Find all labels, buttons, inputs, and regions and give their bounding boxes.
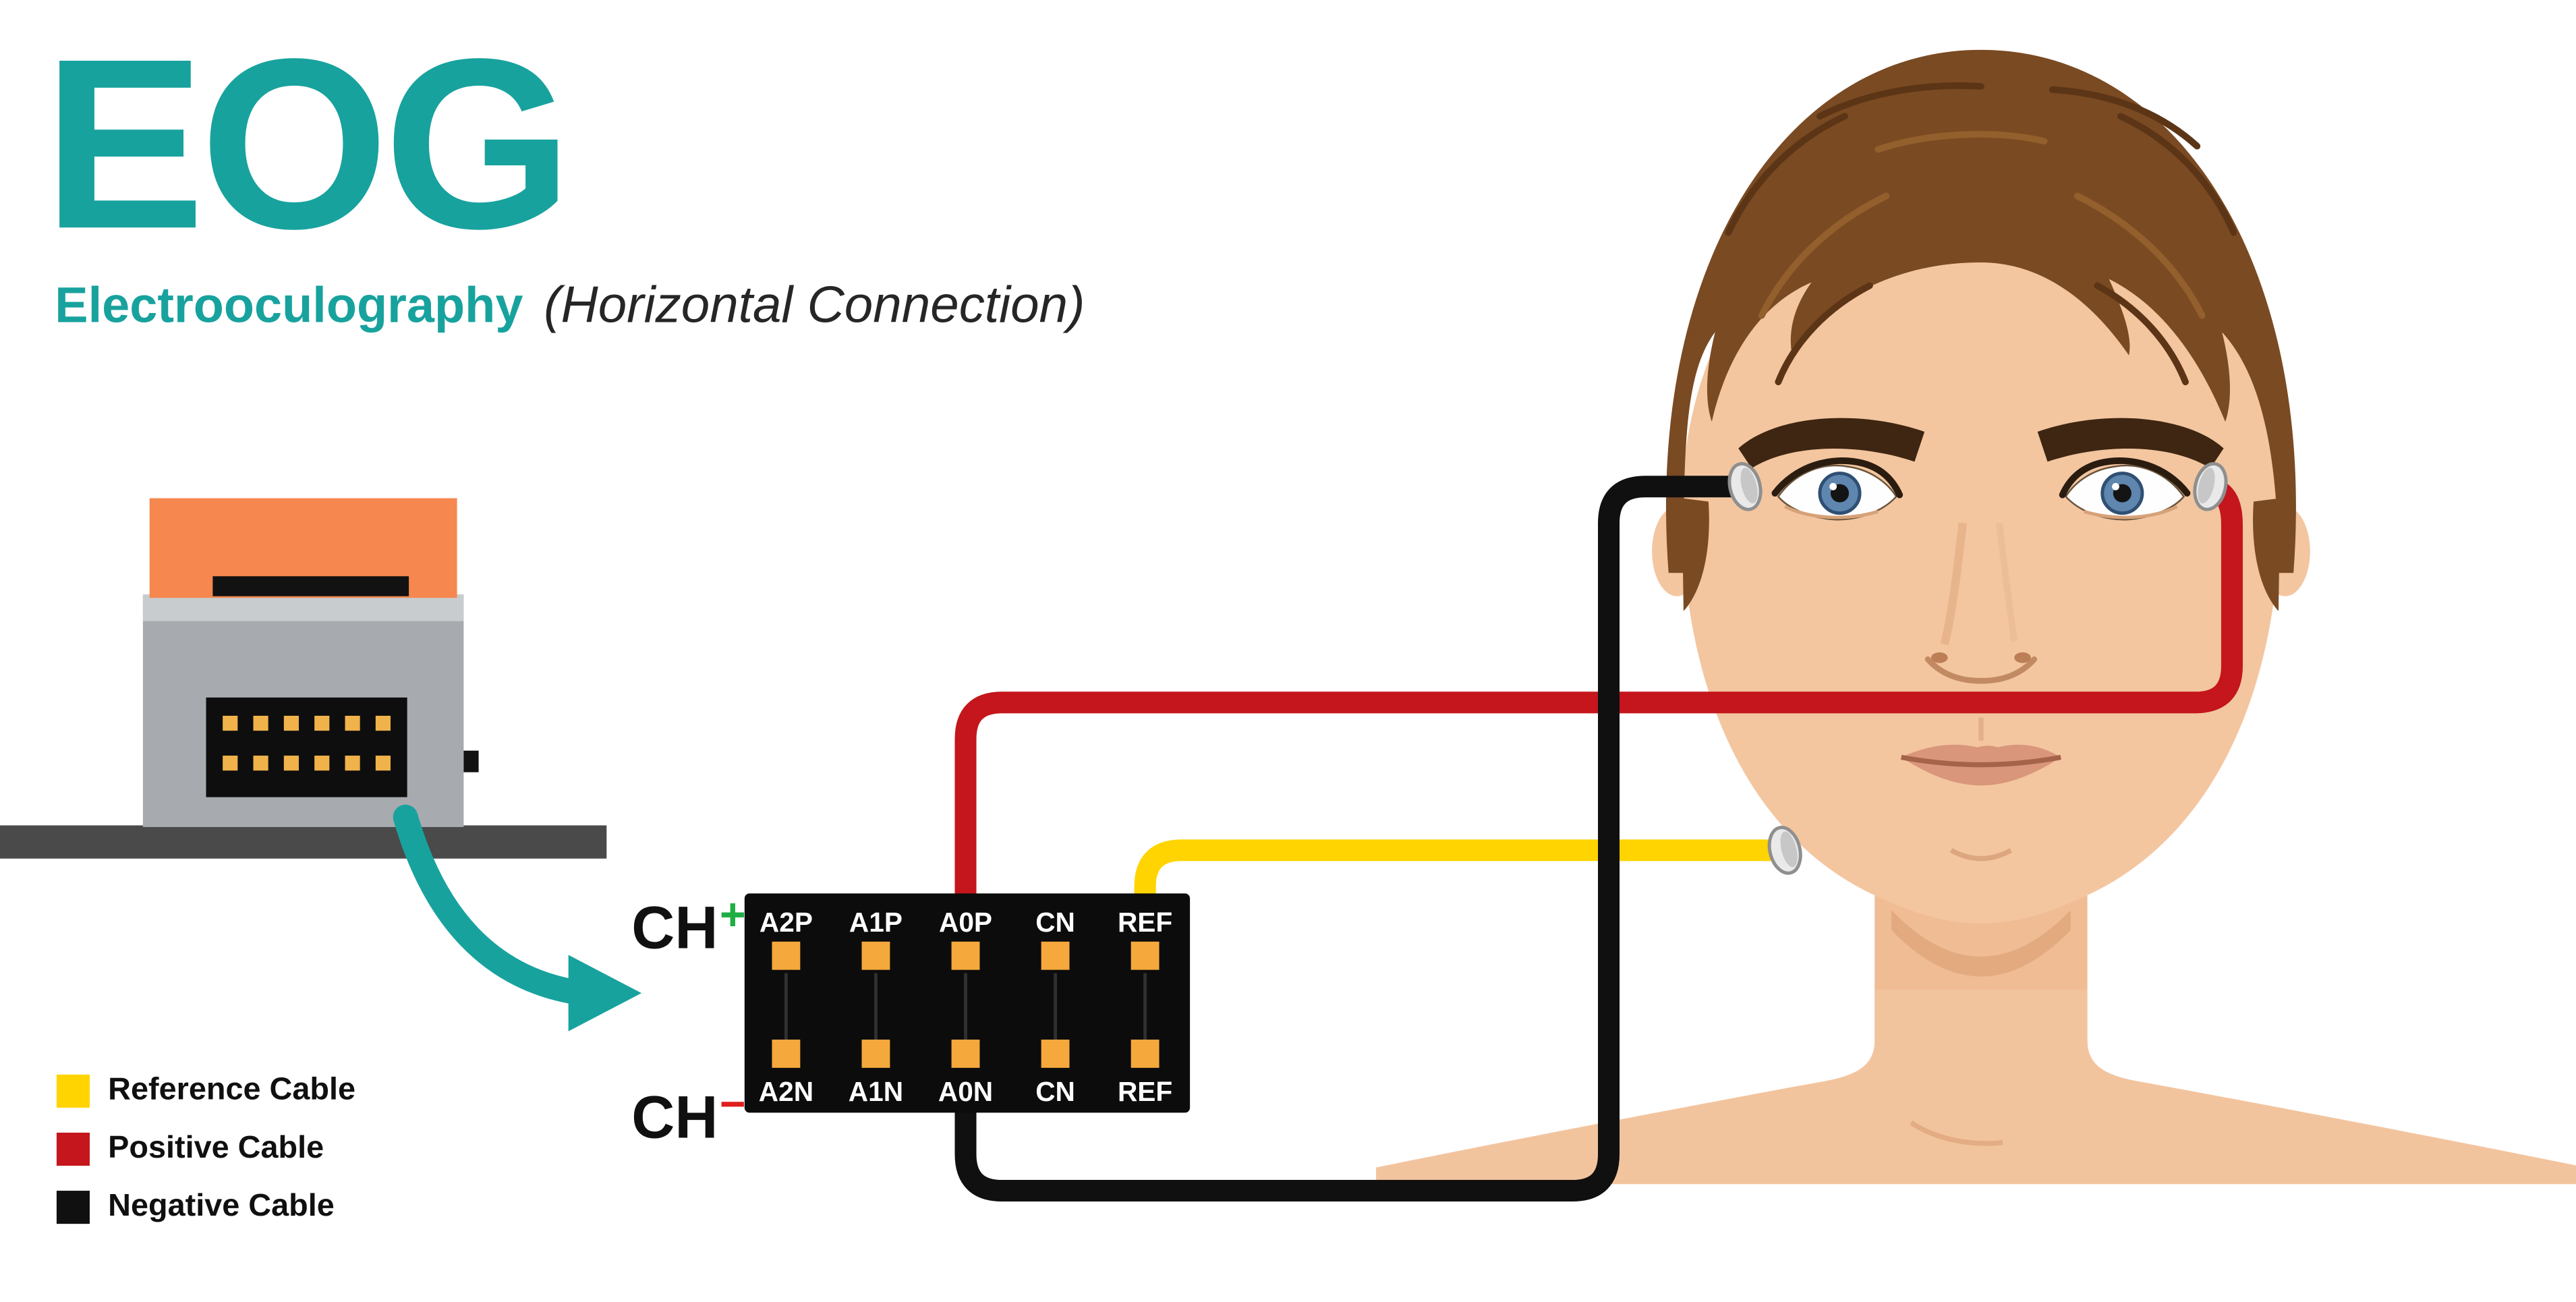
collarbone-shading bbox=[1910, 1121, 2003, 1146]
pin-pads-bottom bbox=[772, 1040, 1160, 1068]
left-eyebrow bbox=[1738, 418, 1925, 469]
page-title: EOG bbox=[43, 8, 573, 279]
pin-label-a1n: A1N bbox=[849, 1076, 903, 1107]
legend-item-reference: Reference Cable bbox=[56, 1073, 356, 1109]
legend: Reference Cable Positive Cable Negative … bbox=[56, 1073, 356, 1247]
right-sideburn bbox=[2253, 498, 2281, 611]
left-sideburn bbox=[1682, 498, 1709, 611]
ch-neg-sign: − bbox=[719, 1079, 746, 1129]
pin-pads-top bbox=[772, 941, 1160, 970]
chin-shadow bbox=[1891, 910, 2071, 977]
legend-label-positive: Positive Cable bbox=[108, 1131, 324, 1166]
pin-label-a1p: A1P bbox=[849, 907, 903, 938]
channel-negative-label: CH− bbox=[631, 1076, 746, 1152]
pin-label-a2n: A2N bbox=[759, 1076, 813, 1107]
person-illustration bbox=[1376, 49, 2576, 1185]
legend-item-positive: Positive Cable bbox=[56, 1131, 355, 1167]
torso bbox=[1376, 990, 2576, 1185]
reference-cable-swatch bbox=[56, 1074, 90, 1108]
subtitle: Electrooculography (Horizontal Connectio… bbox=[55, 276, 1085, 336]
left-eye bbox=[1771, 457, 1904, 521]
face bbox=[1682, 152, 2281, 924]
mouth bbox=[1900, 717, 2061, 786]
channel-positive-label: CH+ bbox=[631, 887, 746, 963]
legend-item-negative: Negative Cable bbox=[56, 1189, 355, 1226]
ch-pos-sign: + bbox=[719, 890, 746, 940]
hair bbox=[1665, 49, 2296, 573]
electrode-jaw-reference bbox=[1767, 826, 1802, 875]
chin-crease bbox=[1949, 848, 2013, 861]
device-connector-pins bbox=[223, 716, 391, 771]
positive-cable-swatch bbox=[56, 1132, 90, 1166]
device-body-top-band bbox=[142, 594, 464, 621]
legend-label-reference: Reference Cable bbox=[108, 1073, 356, 1108]
pin-label-ref-top: REF bbox=[1118, 907, 1172, 938]
negative-cable-swatch bbox=[56, 1191, 90, 1224]
pin-label-a0p: A0P bbox=[939, 907, 992, 938]
subtitle-term: Electrooculography bbox=[55, 279, 523, 334]
pin-label-a2p: A2P bbox=[760, 907, 813, 938]
right-eye bbox=[2059, 457, 2191, 521]
device-connector bbox=[206, 697, 407, 797]
device-side-port bbox=[463, 750, 479, 772]
hair-texture bbox=[1725, 82, 2237, 386]
nose bbox=[1924, 522, 2038, 684]
right-eyebrow bbox=[2037, 418, 2224, 469]
pin-header: A2P A1P A0P CN REF A2N A1 bbox=[744, 893, 1191, 1113]
pin-label-cn-top: CN bbox=[1035, 907, 1075, 938]
pin-label-cn-bottom: CN bbox=[1035, 1076, 1075, 1107]
negative-cable bbox=[954, 476, 1753, 1202]
pin-traces bbox=[784, 973, 1147, 1040]
recording-device bbox=[0, 498, 607, 859]
electrode-right-eye bbox=[1727, 461, 1763, 511]
callout-arrow-icon bbox=[393, 804, 642, 1031]
electrodes bbox=[1727, 461, 2228, 875]
ch-neg-text: CH bbox=[631, 1083, 718, 1151]
pin-label-a0n: A0N bbox=[938, 1076, 993, 1107]
device-slot bbox=[212, 576, 409, 596]
reference-cable bbox=[1134, 839, 1790, 966]
pin-label-ref-bottom: REF bbox=[1118, 1076, 1172, 1107]
device-shelf bbox=[0, 825, 607, 859]
legend-label-negative: Negative Cable bbox=[108, 1189, 335, 1224]
ch-pos-text: CH bbox=[631, 893, 718, 962]
cables bbox=[954, 476, 2243, 1202]
electrode-left-eye bbox=[2193, 461, 2228, 511]
positive-cable bbox=[954, 477, 2243, 966]
subtitle-mode: (Horizontal Connection) bbox=[544, 275, 1085, 334]
